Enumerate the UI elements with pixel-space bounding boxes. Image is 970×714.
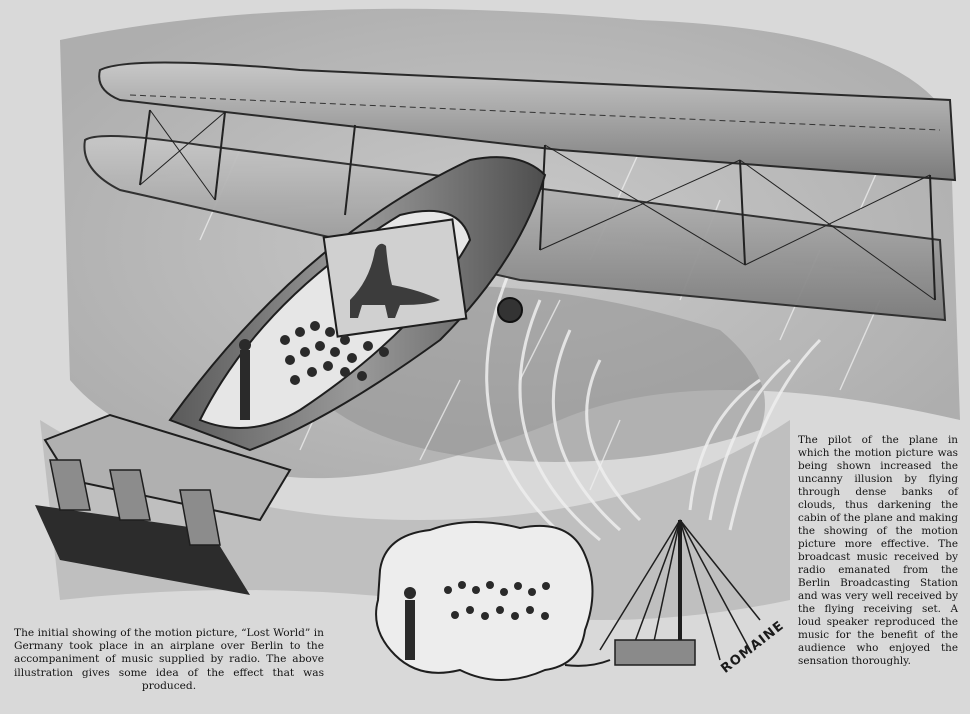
tail-fin (49, 459, 221, 546)
tail-shadow (35, 505, 250, 595)
bubble-trail (564, 659, 611, 667)
audience (239, 321, 389, 420)
dinosaur-image (350, 243, 440, 318)
movie-screen (322, 218, 468, 338)
upper-wing (98, 61, 957, 182)
caption-right: The pilot of the plane in which the moti… (798, 434, 958, 667)
caption-left: The initial showing of the motion pictur… (14, 627, 324, 692)
landing-wheel (497, 297, 523, 323)
orchestra-bubble (375, 521, 594, 681)
orchestra-figures (404, 581, 550, 660)
broadcasting-station (599, 519, 761, 666)
wing-struts (139, 109, 936, 301)
radio-waves (485, 269, 822, 552)
